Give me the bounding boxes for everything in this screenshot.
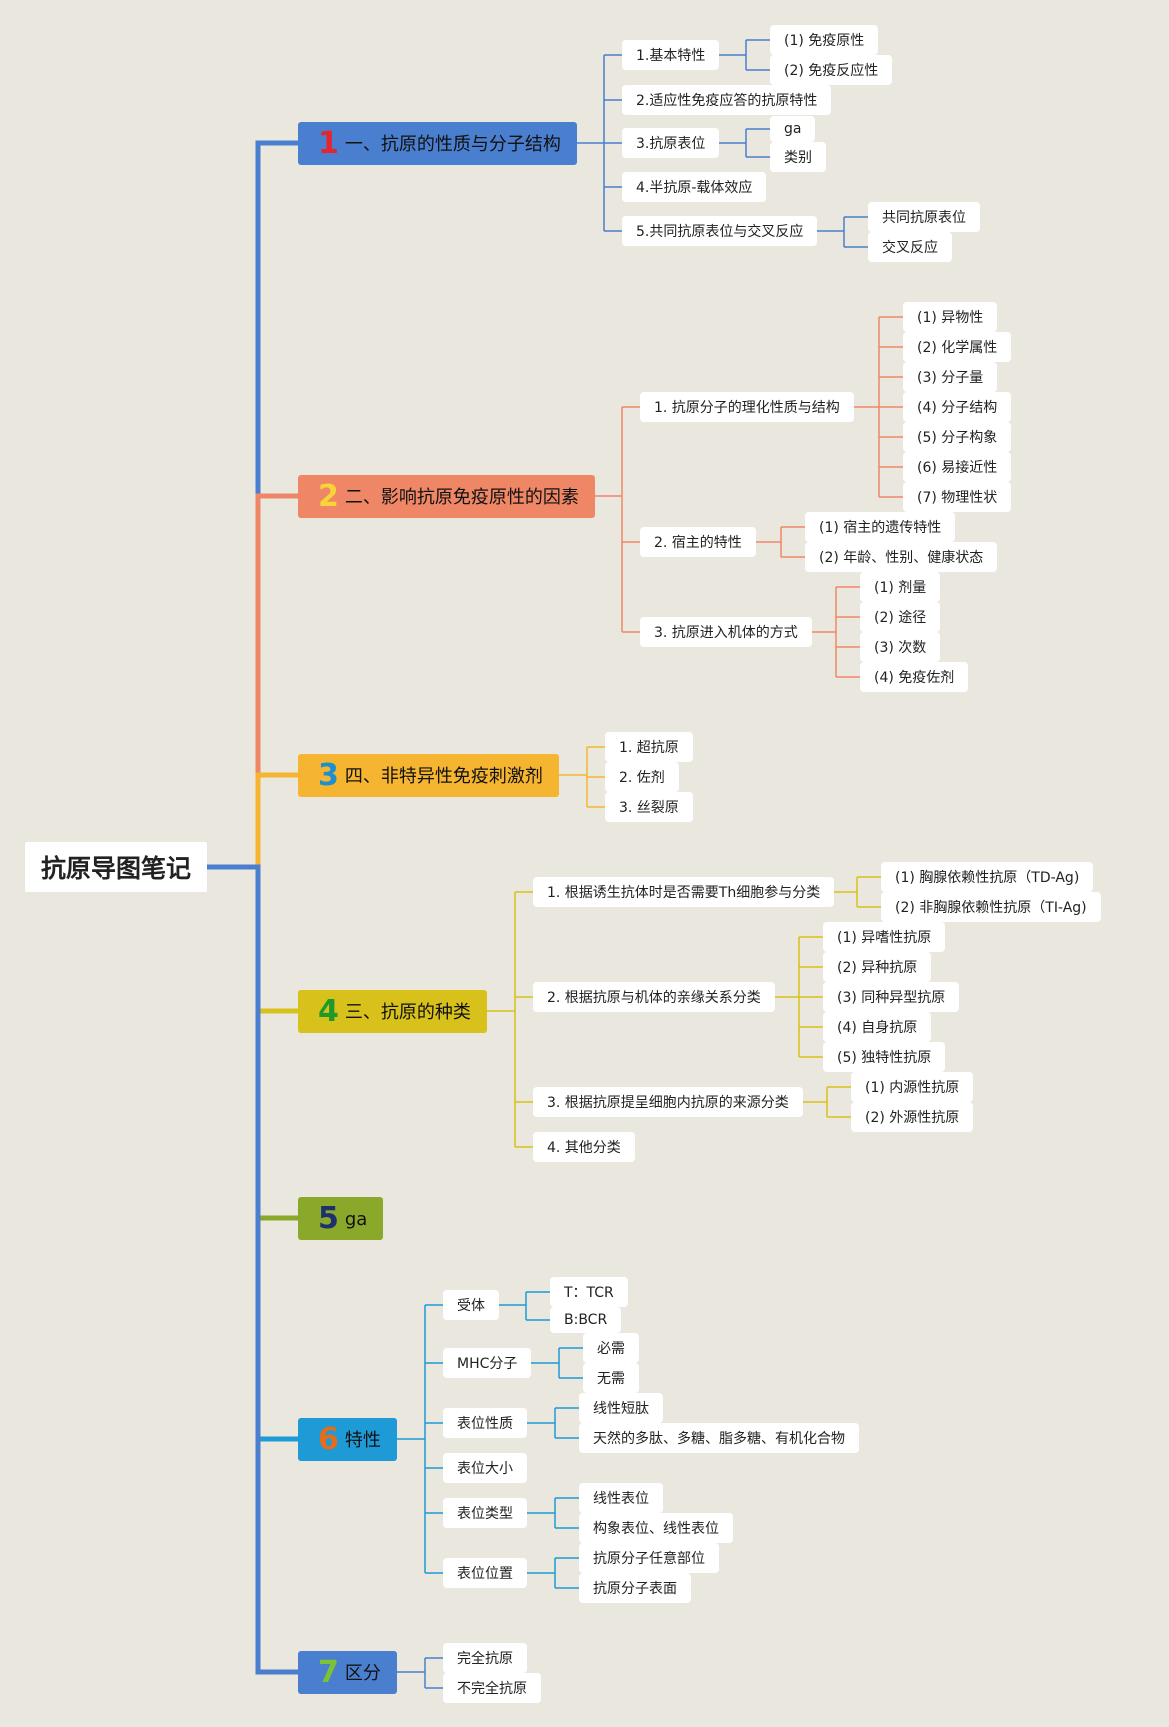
branch-label: 一、抗原的性质与分子结构 — [344, 133, 561, 155]
connector-line — [207, 772, 298, 870]
detail-2-1-5[interactable]: (5) 分子构象 — [903, 422, 1012, 452]
subtopic-1-1[interactable]: 1.基本特性 — [622, 40, 720, 70]
subtopic-1-3[interactable]: 3.抗原表位 — [622, 128, 720, 158]
detail-6-2-2[interactable]: 无需 — [583, 1363, 639, 1393]
branch-number: 2 — [318, 478, 339, 514]
detail-2-1-6[interactable]: (6) 易接近性 — [903, 452, 1012, 482]
branch-label: 区分 — [344, 1662, 381, 1684]
branch-label: 特性 — [344, 1429, 381, 1451]
detail-2-1-7[interactable]: (7) 物理性状 — [903, 482, 1012, 512]
detail-4-1-2[interactable]: (2) 非胸腺依赖性抗原（TI-Ag) — [881, 892, 1101, 922]
detail-6-3-2[interactable]: 天然的多肽、多糖、脂多糖、有机化合物 — [579, 1423, 859, 1453]
branch-number: 1 — [318, 125, 339, 161]
detail-1-5-2[interactable]: 交叉反应 — [868, 232, 952, 262]
subtopic-1-2[interactable]: 2.适应性免疫应答的抗原特性 — [622, 85, 832, 115]
detail-4-2-1[interactable]: (1) 异嗜性抗原 — [823, 922, 946, 952]
connector-line — [207, 864, 298, 1014]
detail-6-6-2[interactable]: 抗原分子表面 — [579, 1573, 691, 1603]
detail-2-2-2[interactable]: (2) 年龄、性别、健康状态 — [805, 542, 998, 572]
subtopic-2-3[interactable]: 3. 抗原进入机体的方式 — [640, 617, 812, 647]
detail-4-3-1[interactable]: (1) 内源性抗原 — [851, 1072, 974, 1102]
detail-4-2-5[interactable]: (5) 独特性抗原 — [823, 1042, 946, 1072]
subtopic-6-2[interactable]: MHC分子 — [443, 1348, 532, 1378]
detail-6-3-1[interactable]: 线性短肽 — [579, 1393, 663, 1423]
subtopic-6-4[interactable]: 表位大小 — [443, 1453, 527, 1483]
connector-line — [207, 864, 298, 1442]
branch-number: 6 — [318, 1421, 339, 1457]
branch-number: 3 — [318, 757, 339, 793]
detail-4-2-2[interactable]: (2) 异种抗原 — [823, 952, 932, 982]
detail-2-1-4[interactable]: (4) 分子结构 — [903, 392, 1012, 422]
detail-2-1-2[interactable]: (2) 化学属性 — [903, 332, 1012, 362]
branch-label: 三、抗原的种类 — [344, 1001, 471, 1023]
branch-number: 4 — [318, 993, 339, 1029]
subtopic-1-5[interactable]: 5.共同抗原表位与交叉反应 — [622, 216, 818, 246]
detail-2-3-4[interactable]: (4) 免疫佐剂 — [860, 662, 969, 692]
subtopic-6-5[interactable]: 表位类型 — [443, 1498, 527, 1528]
detail-1-1-2[interactable]: (2) 免疫反应性 — [770, 55, 893, 85]
subtopic-7-1[interactable]: 完全抗原 — [443, 1643, 527, 1673]
connector-line — [207, 864, 298, 1221]
detail-4-2-4[interactable]: (4) 自身抗原 — [823, 1012, 932, 1042]
connector-line — [207, 140, 298, 870]
detail-1-5-1[interactable]: 共同抗原表位 — [868, 202, 980, 232]
subtopic-1-4[interactable]: 4.半抗原-载体效应 — [622, 172, 767, 202]
detail-6-5-2[interactable]: 构象表位、线性表位 — [579, 1513, 733, 1543]
subtopic-7-2[interactable]: 不完全抗原 — [443, 1673, 541, 1703]
detail-4-2-3[interactable]: (3) 同种异型抗原 — [823, 982, 960, 1012]
subtopic-4-2[interactable]: 2. 根据抗原与机体的亲缘关系分类 — [533, 982, 775, 1012]
detail-2-3-3[interactable]: (3) 次数 — [860, 632, 941, 662]
subtopic-4-3[interactable]: 3. 根据抗原提呈细胞内抗原的来源分类 — [533, 1087, 803, 1117]
subtopic-2-2[interactable]: 2. 宿主的特性 — [640, 527, 756, 557]
detail-6-2-1[interactable]: 必需 — [583, 1333, 639, 1363]
subtopic-3-1[interactable]: 1. 超抗原 — [605, 732, 693, 762]
branch-number: 5 — [318, 1200, 339, 1236]
detail-2-1-1[interactable]: (1) 异物性 — [903, 302, 998, 332]
subtopic-6-6[interactable]: 表位位置 — [443, 1558, 527, 1588]
detail-2-3-2[interactable]: (2) 途径 — [860, 602, 941, 632]
subtopic-3-3[interactable]: 3. 丝裂原 — [605, 792, 693, 822]
detail-6-1-1[interactable]: T：TCR — [550, 1277, 628, 1307]
detail-1-3-1[interactable]: ga — [770, 116, 816, 142]
root-title[interactable]: 抗原导图笔记 — [25, 842, 208, 892]
detail-2-3-1[interactable]: (1) 剂量 — [860, 572, 941, 602]
detail-4-1-1[interactable]: (1) 胸腺依赖性抗原（TD-Ag) — [881, 862, 1094, 892]
detail-6-6-1[interactable]: 抗原分子任意部位 — [579, 1543, 719, 1573]
detail-2-2-1[interactable]: (1) 宿主的遗传特性 — [805, 512, 956, 542]
subtopic-3-2[interactable]: 2. 佐剂 — [605, 762, 679, 792]
detail-1-1-1[interactable]: (1) 免疫原性 — [770, 25, 879, 55]
subtopic-2-1[interactable]: 1. 抗原分子的理化性质与结构 — [640, 392, 854, 422]
subtopic-6-1[interactable]: 受体 — [443, 1290, 499, 1320]
detail-6-1-2[interactable]: B:BCR — [550, 1307, 622, 1333]
branch-number: 7 — [318, 1654, 339, 1690]
detail-6-5-1[interactable]: 线性表位 — [579, 1483, 663, 1513]
detail-2-1-3[interactable]: (3) 分子量 — [903, 362, 998, 392]
branch-label: ga — [344, 1208, 368, 1230]
connector-line — [207, 864, 298, 1675]
connector-line — [207, 493, 298, 870]
detail-1-3-2[interactable]: 类别 — [770, 142, 826, 172]
subtopic-6-3[interactable]: 表位性质 — [443, 1408, 527, 1438]
branch-label: 四、非特异性免疫刺激剂 — [344, 765, 543, 787]
subtopic-4-4[interactable]: 4. 其他分类 — [533, 1132, 635, 1162]
detail-4-3-2[interactable]: (2) 外源性抗原 — [851, 1102, 974, 1132]
subtopic-4-1[interactable]: 1. 根据诱生抗体时是否需要Th细胞参与分类 — [533, 877, 835, 907]
branch-label: 二、影响抗原免疫原性的因素 — [344, 486, 579, 508]
